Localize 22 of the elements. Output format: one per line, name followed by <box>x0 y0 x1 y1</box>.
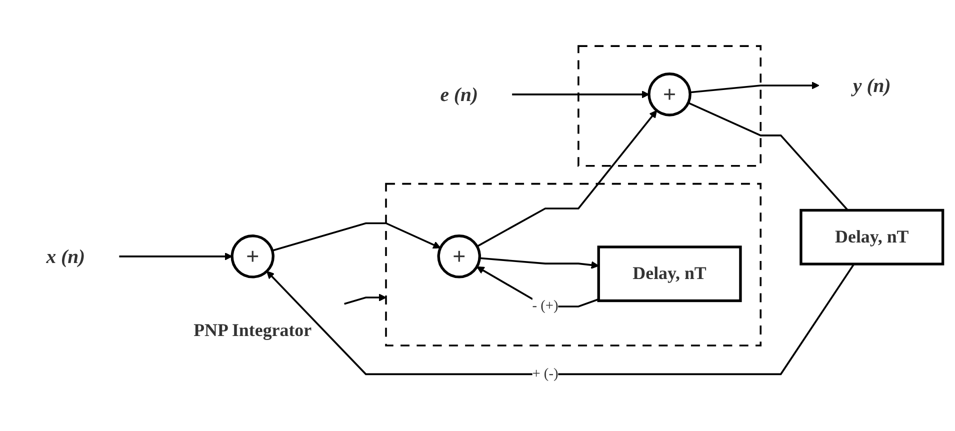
arrow <box>512 90 650 98</box>
node-text: y (n) <box>853 74 891 97</box>
node-circle <box>648 72 692 116</box>
arrow <box>344 294 386 305</box>
arrow <box>480 257 599 269</box>
arrow <box>266 264 855 376</box>
arrow <box>119 252 232 260</box>
node-text: PNP Integrator <box>194 320 312 341</box>
node-text: e (n) <box>440 83 478 106</box>
node-circle <box>230 234 274 278</box>
node-box <box>597 246 742 302</box>
edge-label: + (-) <box>532 366 558 382</box>
cluster <box>578 45 762 167</box>
arrow <box>272 222 441 252</box>
arrow <box>690 82 820 94</box>
node-text: x (n) <box>46 245 86 268</box>
node-box <box>800 208 944 266</box>
arrow <box>476 110 658 248</box>
cluster <box>385 182 762 346</box>
node-circle <box>437 234 482 278</box>
edge-label: - (+) <box>532 298 558 314</box>
connector <box>688 102 848 211</box>
